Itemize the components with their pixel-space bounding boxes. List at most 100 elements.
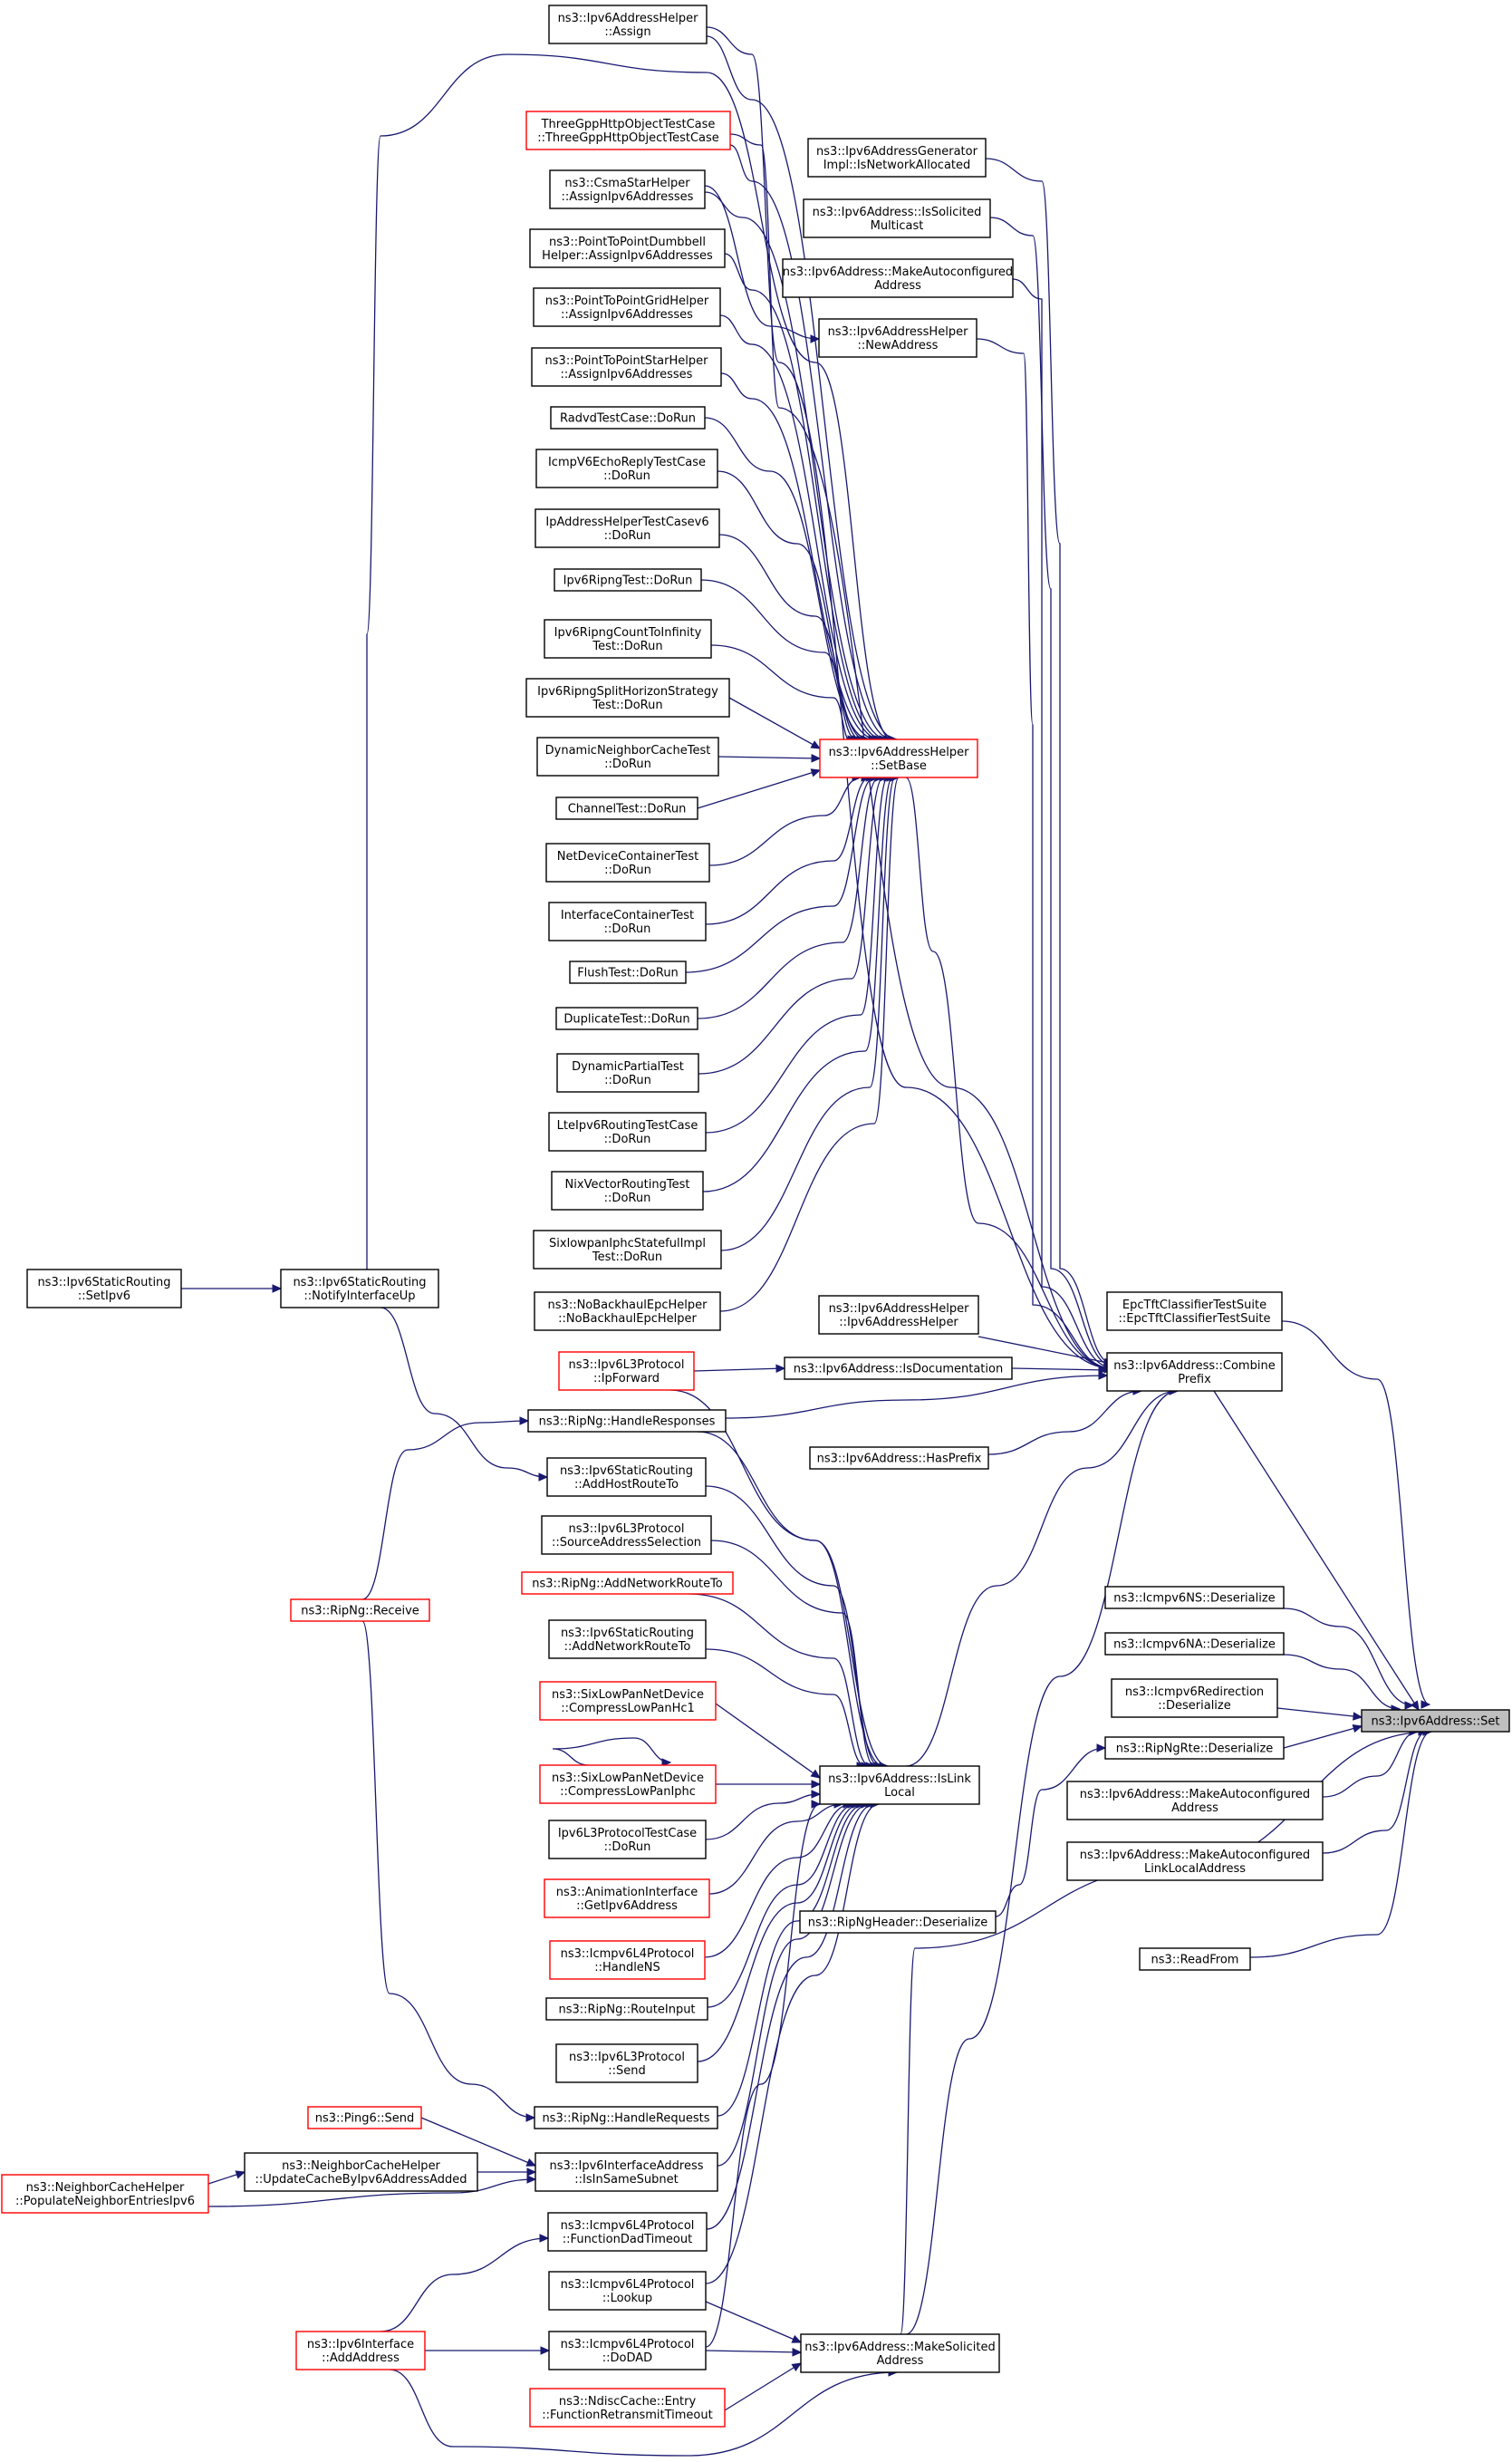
node-lookup[interactable]: ns3::Icmpv6L4Protocol::Lookup xyxy=(548,2271,707,2311)
node-makeautoconfll[interactable]: ns3::Ipv6Address::MakeAutoconfiguredLink… xyxy=(1066,1841,1324,1881)
node-ripngrte[interactable]: ns3::RipNgRte::Deserialize xyxy=(1104,1736,1285,1760)
node-label-line: ns3::Ipv6Address::HasPrefix xyxy=(817,1453,982,1466)
node-compressiphc[interactable]: ns3::SixLowPanNetDevice::CompressLowPanI… xyxy=(539,1764,717,1804)
edge-ipv6l3test-to-islinklocal xyxy=(705,1790,822,1840)
node-handlereq[interactable]: ns3::RipNg::HandleRequests xyxy=(534,2106,718,2129)
node-funcdad[interactable]: ns3::Icmpv6L4Protocol::FunctionDadTimeou… xyxy=(547,2212,708,2252)
node-nixvector[interactable]: NixVectorRoutingTest::DoRun xyxy=(551,1171,704,1211)
node-compresshc1[interactable]: ns3::SixLowPanNetDevice::CompressLowPanH… xyxy=(539,1681,717,1721)
edge-handleresp-to-combine xyxy=(725,1371,1109,1419)
node-ipaddrhelper[interactable]: IpAddressHelperTestCasev6::DoRun xyxy=(534,508,720,548)
node-icmpredir[interactable]: ns3::Icmpv6Redirection::Deserialize xyxy=(1111,1678,1278,1718)
node-icmpns[interactable]: ns3::Icmpv6NS::Deserialize xyxy=(1104,1586,1285,1609)
node-ripngtest[interactable]: Ipv6RipngTest::DoRun xyxy=(554,568,702,592)
edge-line xyxy=(707,1803,857,2008)
node-ripngreceive[interactable]: ns3::RipNg::Receive xyxy=(290,1598,430,1622)
node-ipforward[interactable]: ns3::Ipv6L3Protocol::IpForward xyxy=(558,1351,695,1391)
node-channeltest[interactable]: ChannelTest::DoRun xyxy=(555,797,698,820)
node-nobackhaul[interactable]: ns3::NoBackhaulEpcHelper::NoBackhaulEpcH… xyxy=(534,1291,721,1331)
node-dynneigh[interactable]: DynamicNeighborCacheTest::DoRun xyxy=(536,737,719,777)
node-box xyxy=(1,2174,209,2214)
node-updatecache[interactable]: ns3::NeighborCacheHelper::UpdateCacheByI… xyxy=(244,2152,478,2192)
node-label-line: ::Lookup xyxy=(602,2292,652,2305)
arrowhead-icon xyxy=(526,2168,537,2177)
node-radvd[interactable]: RadvdTestCase::DoRun xyxy=(550,406,706,430)
node-newaddress[interactable]: ns3::Ipv6AddressHelper::NewAddress xyxy=(818,318,978,358)
node-srcaddrsel[interactable]: ns3::Ipv6L3Protocol::SourceAddressSelect… xyxy=(541,1515,712,1555)
node-hasprefix[interactable]: ns3::Ipv6Address::HasPrefix xyxy=(809,1446,989,1470)
node-ripngheader[interactable]: ns3::RipNgHeader::Deserialize xyxy=(799,1910,997,1934)
edge-dodad-to-makesol xyxy=(705,2348,803,2357)
node-netdevcont[interactable]: NetDeviceContainerTest::DoRun xyxy=(545,843,710,883)
node-box xyxy=(807,138,987,178)
node-epctft[interactable]: EpcTftClassifierTestSuite::EpcTftClassif… xyxy=(1106,1291,1283,1331)
node-box xyxy=(533,287,721,327)
node-animgetipv6[interactable]: ns3::AnimationInterface::GetIpv6Address xyxy=(544,1878,710,1918)
node-assign[interactable]: ns3::Ipv6AddressHelper::Assign xyxy=(548,5,708,44)
node-netalloc[interactable]: ns3::Ipv6AddressGeneratorImpl::IsNetwork… xyxy=(807,138,987,178)
edge-setbase-to-combine xyxy=(905,777,1114,1373)
node-box xyxy=(551,1171,704,1211)
node-csmastar[interactable]: ns3::CsmaStarHelper::AssignIpv6Addresses xyxy=(549,169,706,209)
node-dynpartial[interactable]: DynamicPartialTest::DoRun xyxy=(556,1053,699,1093)
node-label-line: ::IsInSameSubnet xyxy=(574,2173,678,2187)
node-notifyup[interactable]: ns3::Ipv6StaticRouting::NotifyInterfaceU… xyxy=(280,1269,439,1308)
node-box xyxy=(531,347,722,387)
node-setbase[interactable]: ns3::Ipv6AddressHelper::SetBase xyxy=(819,739,978,778)
node-ping6send[interactable]: ns3::Ping6::Send xyxy=(307,2106,422,2129)
node-populate[interactable]: ns3::NeighborCacheHelper::PopulateNeighb… xyxy=(1,2174,209,2214)
node-isdoc[interactable]: ns3::Ipv6Address::IsDocumentation xyxy=(784,1357,1013,1380)
node-makeautoconf2[interactable]: ns3::Ipv6Address::MakeAutoconfiguredAddr… xyxy=(1066,1781,1324,1820)
node-box xyxy=(549,1940,706,1980)
node-ipv6addrhelper[interactable]: ns3::Ipv6AddressHelper::Ipv6AddressHelpe… xyxy=(818,1295,979,1335)
node-dodad[interactable]: ns3::Icmpv6L4Protocol::DoDAD xyxy=(548,2331,707,2370)
arrowhead-icon xyxy=(519,1416,530,1425)
node-funcretrans[interactable]: ns3::NdiscCache::Entry::FunctionRetransm… xyxy=(529,2388,726,2428)
node-handlens[interactable]: ns3::Icmpv6L4Protocol::HandleNS xyxy=(549,1940,706,1980)
node-box xyxy=(548,2271,707,2311)
node-ifacecont[interactable]: InterfaceContainerTest::DoRun xyxy=(548,902,707,941)
edge-line xyxy=(717,756,821,759)
node-makeautoconf1[interactable]: ns3::Ipv6Address::MakeAutoconfiguredAddr… xyxy=(782,258,1014,298)
node-p2pgrid[interactable]: ns3::PointToPointGridHelper::AssignIpv6A… xyxy=(533,287,721,327)
node-addhostroute[interactable]: ns3::Ipv6StaticRouting::AddHostRouteTo xyxy=(546,1457,707,1497)
node-ipv6send[interactable]: ns3::Ipv6L3Protocol::Send xyxy=(555,2043,698,2083)
node-p2pdumbbell[interactable]: ns3::PointToPointDumbbellHelper::AssignI… xyxy=(529,228,726,268)
node-isinsamesubnet[interactable]: ns3::Ipv6InterfaceAddress::IsInSameSubne… xyxy=(534,2152,718,2192)
edge-nixvector-to-setbase xyxy=(702,773,894,1192)
node-label-line: Impl::IsNetworkAllocated xyxy=(823,159,971,172)
node-ipv6ifaceadd[interactable]: ns3::Ipv6Interface::AddAddress xyxy=(295,2331,426,2370)
edge-ipv6ifaceadd-to-funcdad xyxy=(380,2234,550,2332)
node-label-line: ::DoRun xyxy=(603,469,650,483)
node-label-line: ::PopulateNeighborEntriesIpv6 xyxy=(15,2195,195,2208)
node-ipv6l3test[interactable]: Ipv6L3ProtocolTestCase::DoRun xyxy=(548,1820,707,1859)
node-duptest[interactable]: DuplicateTest::DoRun xyxy=(555,1007,698,1030)
node-set[interactable]: ns3::Ipv6Address::Set xyxy=(1361,1709,1510,1733)
arrowhead-icon xyxy=(810,768,822,777)
node-icmpecho[interactable]: IcmpV6EchoReplyTestCase::DoRun xyxy=(535,449,718,488)
node-ripngaddnet[interactable]: ns3::RipNg::AddNetworkRouteTo xyxy=(521,1571,734,1595)
node-label-line: Test::DoRun xyxy=(592,640,662,653)
edge-line xyxy=(705,2301,802,2343)
node-p2pstar[interactable]: ns3::PointToPointStarHelper::AssignIpv6A… xyxy=(531,347,722,387)
node-lteipv6[interactable]: LteIpv6RoutingTestCase::DoRun xyxy=(548,1112,707,1152)
node-box xyxy=(549,169,706,209)
node-threegpp[interactable]: ThreeGppHttpObjectTestCase::ThreeGppHttp… xyxy=(525,111,731,150)
node-handleresp[interactable]: ns3::RipNg::HandleResponses xyxy=(527,1409,727,1433)
node-icmpna[interactable]: ns3::Icmpv6NA::Deserialize xyxy=(1104,1632,1285,1656)
edge-line xyxy=(1011,1367,1108,1371)
node-staticaddnet[interactable]: ns3::Ipv6StaticRouting::AddNetworkRouteT… xyxy=(548,1619,707,1659)
node-readfrom[interactable]: ns3::ReadFrom xyxy=(1139,1947,1251,1971)
node-routeinput[interactable]: ns3::RipNg::RouteInput xyxy=(545,1997,708,2021)
node-flushtest[interactable]: FlushTest::DoRun xyxy=(569,961,687,984)
arrowhead-icon xyxy=(810,1769,822,1779)
edge-line xyxy=(706,35,898,740)
node-setipv6[interactable]: ns3::Ipv6StaticRouting::SetIpv6 xyxy=(26,1269,182,1308)
